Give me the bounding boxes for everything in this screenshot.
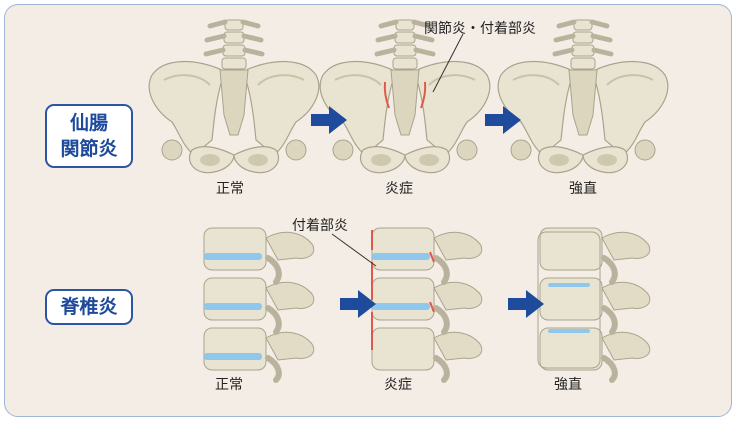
spine-ankylosed-illustration [540, 228, 650, 380]
annotation-text-row2: 付着部炎 [292, 215, 348, 235]
stage-label-row1-inflamed: 炎症 [385, 178, 413, 198]
stage-label-row2-normal: 正常 [215, 374, 243, 394]
stage-label-row1-ankylosed: 強直 [569, 178, 597, 198]
annotation-text-row1: 関節炎・付着部炎 [424, 18, 536, 38]
pelvis-normal-illustration [149, 20, 319, 173]
stage-label-row1-normal: 正常 [216, 178, 244, 198]
pelvis-inflamed-illustration [320, 20, 490, 173]
pelvis-ankylosed-illustration [498, 20, 668, 173]
stage-label-row2-ankylosed: 強直 [554, 374, 582, 394]
annotation-leader-2 [332, 234, 376, 266]
arrow-2-1 [340, 290, 376, 318]
stage-label-row2-inflamed: 炎症 [384, 374, 412, 394]
arrow-2-2 [508, 290, 544, 318]
